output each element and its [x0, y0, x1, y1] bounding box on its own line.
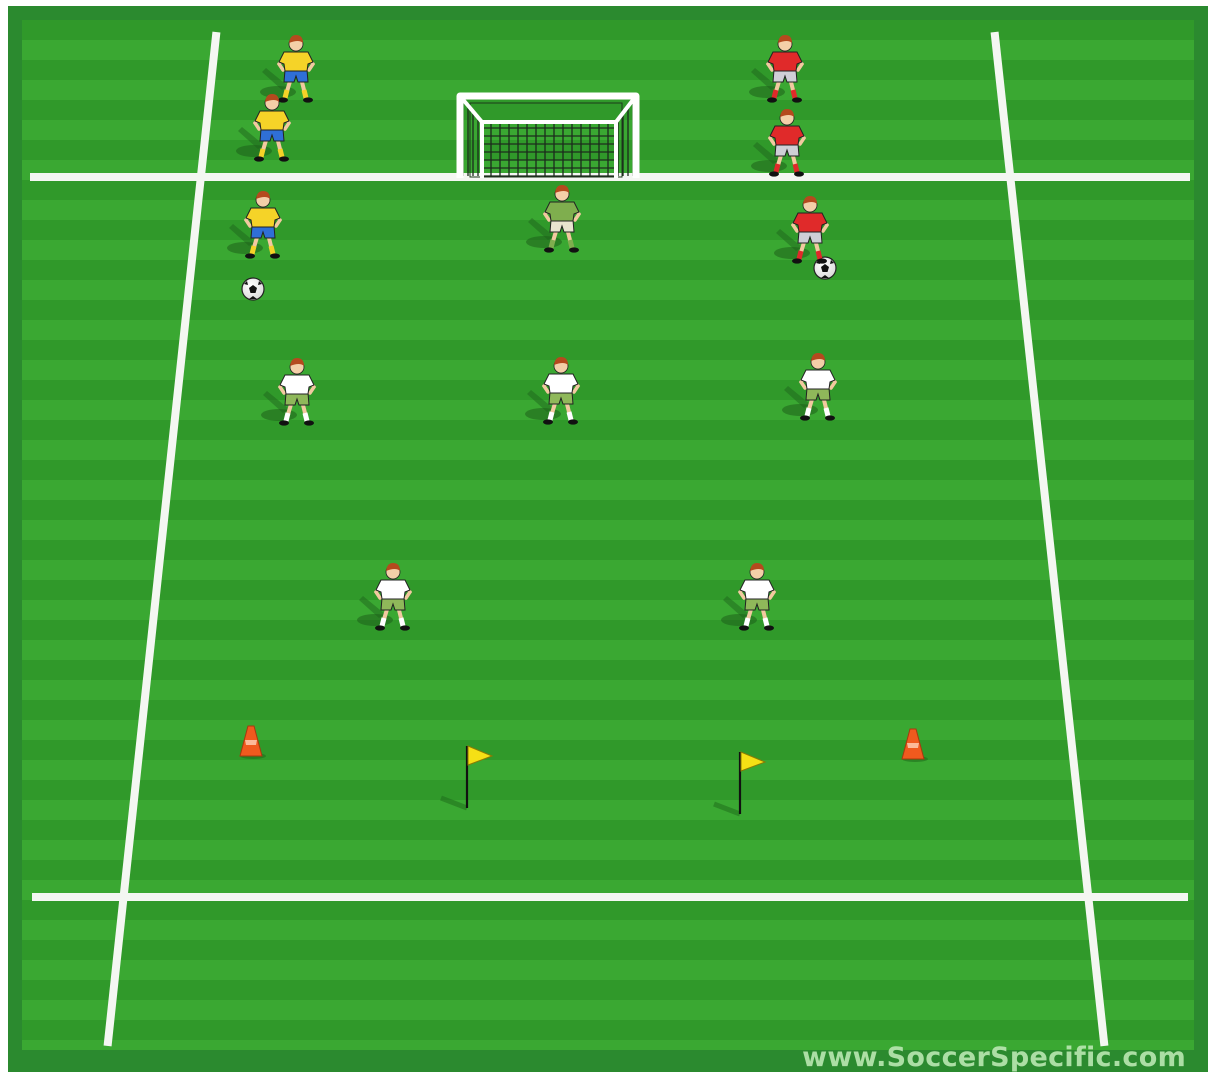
soccer-ball	[242, 278, 264, 300]
watermark-text: www.SoccerSpecific.com	[802, 1042, 1186, 1073]
